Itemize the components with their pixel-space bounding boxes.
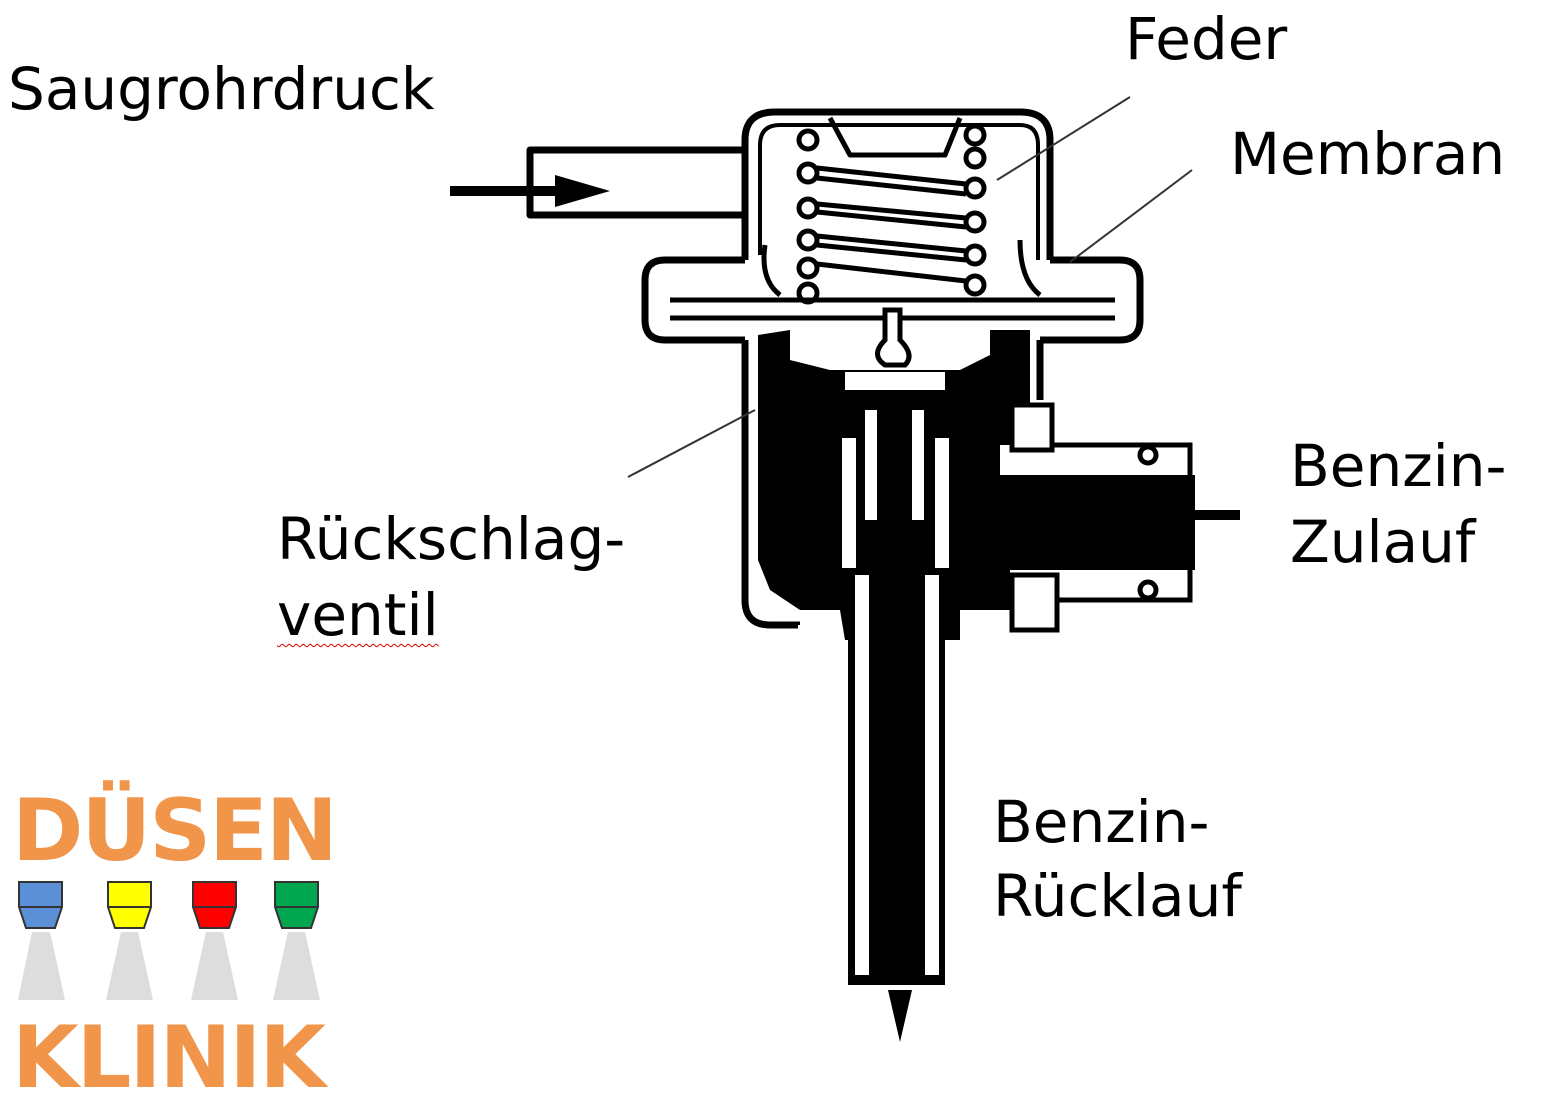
- spring: [796, 123, 987, 305]
- nozzle-green: [273, 881, 320, 1000]
- label-spring: Feder: [1125, 5, 1288, 73]
- intake-arrow: [450, 175, 610, 207]
- logo-nozzles: [18, 881, 320, 1000]
- housing-cap: [741, 108, 1054, 260]
- logo-text-top: DÜSEN: [12, 781, 338, 881]
- label-check-valve-2: ventil: [277, 581, 439, 649]
- nozzle-blue: [18, 881, 65, 1000]
- label-fuel-inlet-2: Zulauf: [1290, 508, 1476, 576]
- return-arrow: [888, 990, 912, 1042]
- label-intake-pressure: Saugrohrdruck: [8, 55, 435, 123]
- leader-spring: [996, 96, 1131, 181]
- label-membrane: Membran: [1230, 120, 1506, 188]
- label-check-valve-1: Rückschlag-: [277, 505, 626, 573]
- label-fuel-return-1: Benzin-: [993, 788, 1210, 856]
- label-fuel-inlet-1: Benzin-: [1290, 432, 1507, 500]
- leader-check-valve: [627, 409, 756, 478]
- nozzle-red: [191, 881, 238, 1000]
- logo-text-bottom: KLINIK: [12, 1008, 326, 1108]
- nozzle-yellow: [106, 881, 153, 1000]
- leader-membrane: [1069, 169, 1193, 263]
- intake-tube: [526, 146, 745, 219]
- label-fuel-return-2: Rücklauf: [993, 862, 1242, 930]
- housing-flange: [641, 256, 745, 344]
- fuel-inlet-pipe: [1190, 510, 1240, 520]
- housing-body: [741, 340, 800, 629]
